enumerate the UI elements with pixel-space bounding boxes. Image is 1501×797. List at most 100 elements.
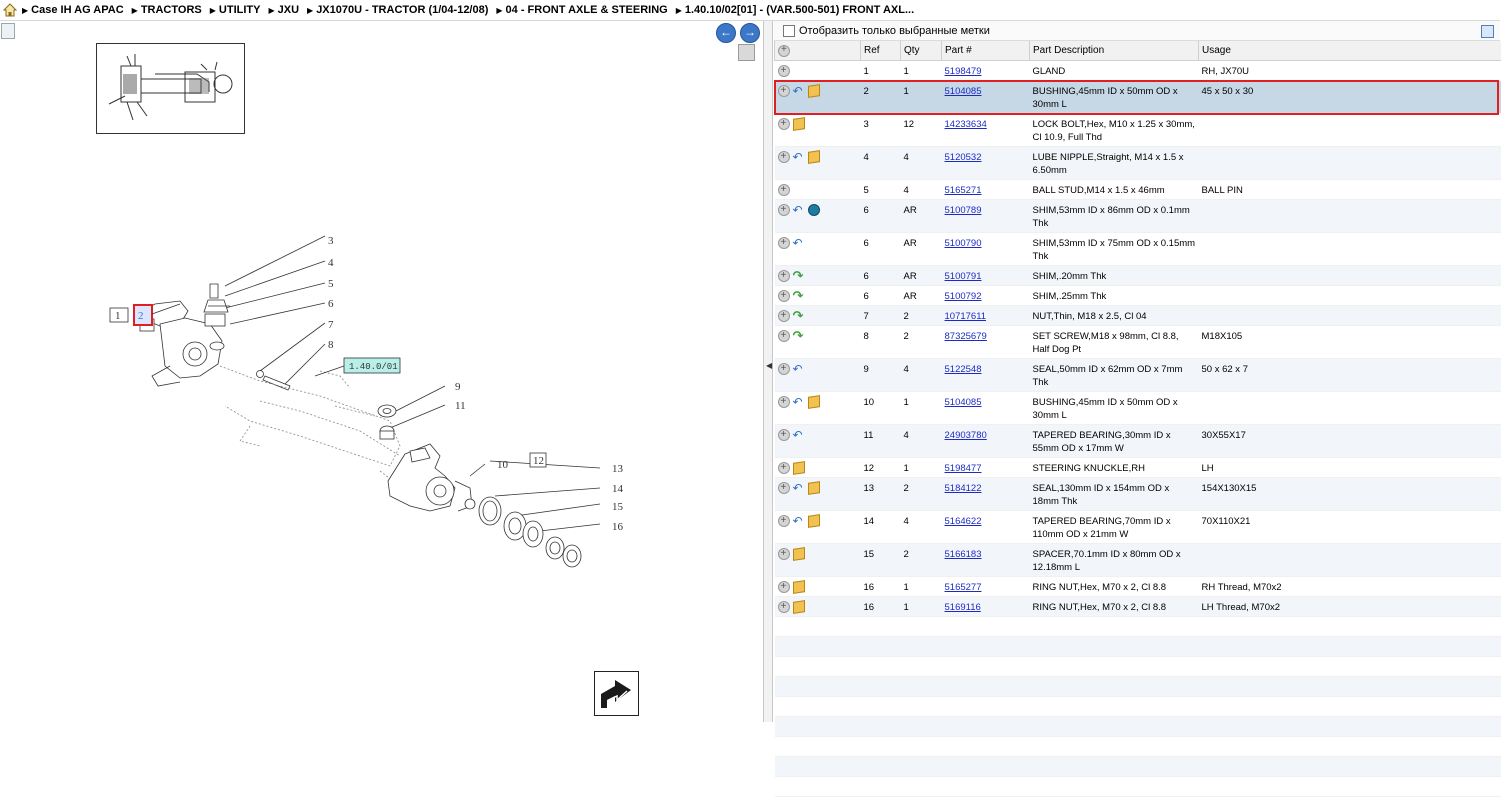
part-number-link[interactable]: 87325679 bbox=[944, 331, 987, 342]
replacement-icon[interactable]: ↶ bbox=[792, 203, 803, 217]
expand-icon[interactable] bbox=[777, 362, 790, 375]
package-icon[interactable] bbox=[792, 580, 805, 594]
package-icon[interactable] bbox=[807, 150, 820, 164]
part-number-link[interactable]: 5184122 bbox=[944, 483, 982, 494]
breadcrumb-item[interactable]: ▶TRACTORS bbox=[132, 4, 202, 16]
supersession-icon[interactable]: ↷ bbox=[792, 308, 804, 323]
expand-icon[interactable] bbox=[777, 461, 790, 474]
part-number-link[interactable]: 5104085 bbox=[944, 86, 982, 97]
column-header-usage[interactable]: Usage bbox=[1198, 41, 1501, 61]
column-header-ref[interactable]: Ref bbox=[860, 41, 901, 61]
part-number-link[interactable]: 24903780 bbox=[944, 430, 987, 441]
expand-icon[interactable] bbox=[777, 481, 790, 494]
expand-icon[interactable] bbox=[777, 580, 790, 593]
part-number-link[interactable]: 5104085 bbox=[944, 397, 982, 408]
package-icon[interactable] bbox=[792, 547, 805, 561]
package-icon[interactable] bbox=[807, 395, 820, 409]
breadcrumb-item[interactable]: ▶JXU bbox=[268, 4, 299, 16]
diagram-thumbnail[interactable] bbox=[96, 43, 245, 134]
export-icon[interactable] bbox=[1, 23, 15, 39]
back-arrow-icon[interactable]: ← bbox=[716, 23, 736, 43]
forward-arrow-icon[interactable]: → bbox=[740, 23, 760, 43]
breadcrumb-item[interactable]: ▶04 - FRONT AXLE & STEERING bbox=[496, 4, 667, 16]
part-number-link[interactable]: 5198479 bbox=[944, 66, 982, 77]
breadcrumb-item[interactable]: ▶Case IH AG APAC bbox=[22, 4, 124, 16]
part-number-link[interactable]: 5165271 bbox=[944, 185, 982, 196]
expand-icon[interactable] bbox=[777, 183, 790, 196]
part-number-link[interactable]: 5165277 bbox=[944, 582, 982, 593]
expand-icon[interactable] bbox=[777, 329, 790, 342]
part-number-link[interactable]: 5100791 bbox=[944, 271, 982, 282]
expand-icon[interactable] bbox=[777, 203, 790, 216]
package-icon[interactable] bbox=[792, 117, 805, 131]
breadcrumb-item[interactable]: ▶JX1070U - TRACTOR (1/04-12/08) bbox=[307, 4, 488, 16]
part-number-link[interactable]: 5100789 bbox=[944, 205, 982, 216]
part-number-link[interactable]: 10717611 bbox=[944, 311, 987, 322]
package-icon[interactable] bbox=[807, 481, 820, 495]
supersession-icon[interactable]: ↷ bbox=[792, 268, 804, 283]
exploded-view-diagram[interactable]: 3 4 5 6 7 8 9 11 10 13 14 15 16 1 2 12 1… bbox=[100, 206, 624, 586]
expand-icon[interactable] bbox=[777, 547, 790, 560]
expand-icon[interactable] bbox=[777, 289, 790, 302]
expand-icon[interactable] bbox=[777, 150, 790, 163]
expand-icon[interactable] bbox=[777, 117, 790, 130]
grid-settings-icon[interactable] bbox=[1481, 25, 1494, 38]
package-icon[interactable] bbox=[807, 84, 820, 98]
expand-icon[interactable] bbox=[777, 428, 790, 441]
part-number-link[interactable]: 5100790 bbox=[944, 238, 982, 249]
column-header-part[interactable]: Part # bbox=[941, 41, 1030, 61]
expand-icon[interactable] bbox=[777, 84, 790, 97]
selected-callout-highlight[interactable] bbox=[133, 304, 153, 326]
next-diagram-icon[interactable] bbox=[594, 671, 639, 716]
column-header-description[interactable]: Part Description bbox=[1029, 41, 1199, 61]
expand-icon[interactable] bbox=[777, 514, 790, 527]
replacement-icon[interactable]: ↶ bbox=[792, 514, 803, 528]
replacement-icon[interactable]: ↶ bbox=[792, 395, 803, 409]
expand-all-icon[interactable] bbox=[778, 44, 790, 57]
breadcrumb-item[interactable]: ▶UTILITY bbox=[210, 4, 261, 16]
show-selected-only-checkbox[interactable] bbox=[783, 24, 795, 37]
replacement-icon[interactable]: ↶ bbox=[792, 362, 803, 376]
expand-icon[interactable] bbox=[777, 64, 790, 77]
replacement-icon[interactable]: ↶ bbox=[792, 481, 803, 495]
part-number-link[interactable]: 5122548 bbox=[944, 364, 982, 375]
expand-all-header[interactable] bbox=[774, 41, 861, 61]
package-icon[interactable] bbox=[792, 461, 805, 475]
expand-icon[interactable] bbox=[777, 395, 790, 408]
replacement-icon[interactable]: ↶ bbox=[792, 84, 803, 98]
part-number-link[interactable]: 5100792 bbox=[944, 291, 982, 302]
fit-view-icon[interactable] bbox=[738, 44, 755, 61]
part-number-link[interactable]: 5198477 bbox=[944, 463, 982, 474]
replacement-icon[interactable]: ↶ bbox=[792, 236, 803, 250]
package-icon[interactable] bbox=[792, 600, 805, 614]
breadcrumb-item[interactable]: ▶1.40.10/02[01] - (VAR.500-501) FRONT AX… bbox=[676, 4, 914, 16]
supersession-icon[interactable]: ↷ bbox=[792, 328, 804, 343]
column-header-qty[interactable]: Qty bbox=[900, 41, 942, 61]
expand-icon[interactable] bbox=[777, 269, 790, 282]
expand-icon[interactable] bbox=[777, 309, 790, 322]
home-icon[interactable] bbox=[2, 2, 18, 18]
part-number-link[interactable]: 5166183 bbox=[944, 549, 982, 560]
part-number-link[interactable]: 5120532 bbox=[944, 152, 982, 163]
expand-icon[interactable] bbox=[777, 236, 790, 249]
pane-splitter[interactable]: ◀ bbox=[763, 21, 773, 722]
supersession-icon[interactable]: ↷ bbox=[792, 288, 804, 303]
part-number-link[interactable]: 14233634 bbox=[944, 119, 987, 130]
package-icon[interactable] bbox=[807, 514, 820, 528]
